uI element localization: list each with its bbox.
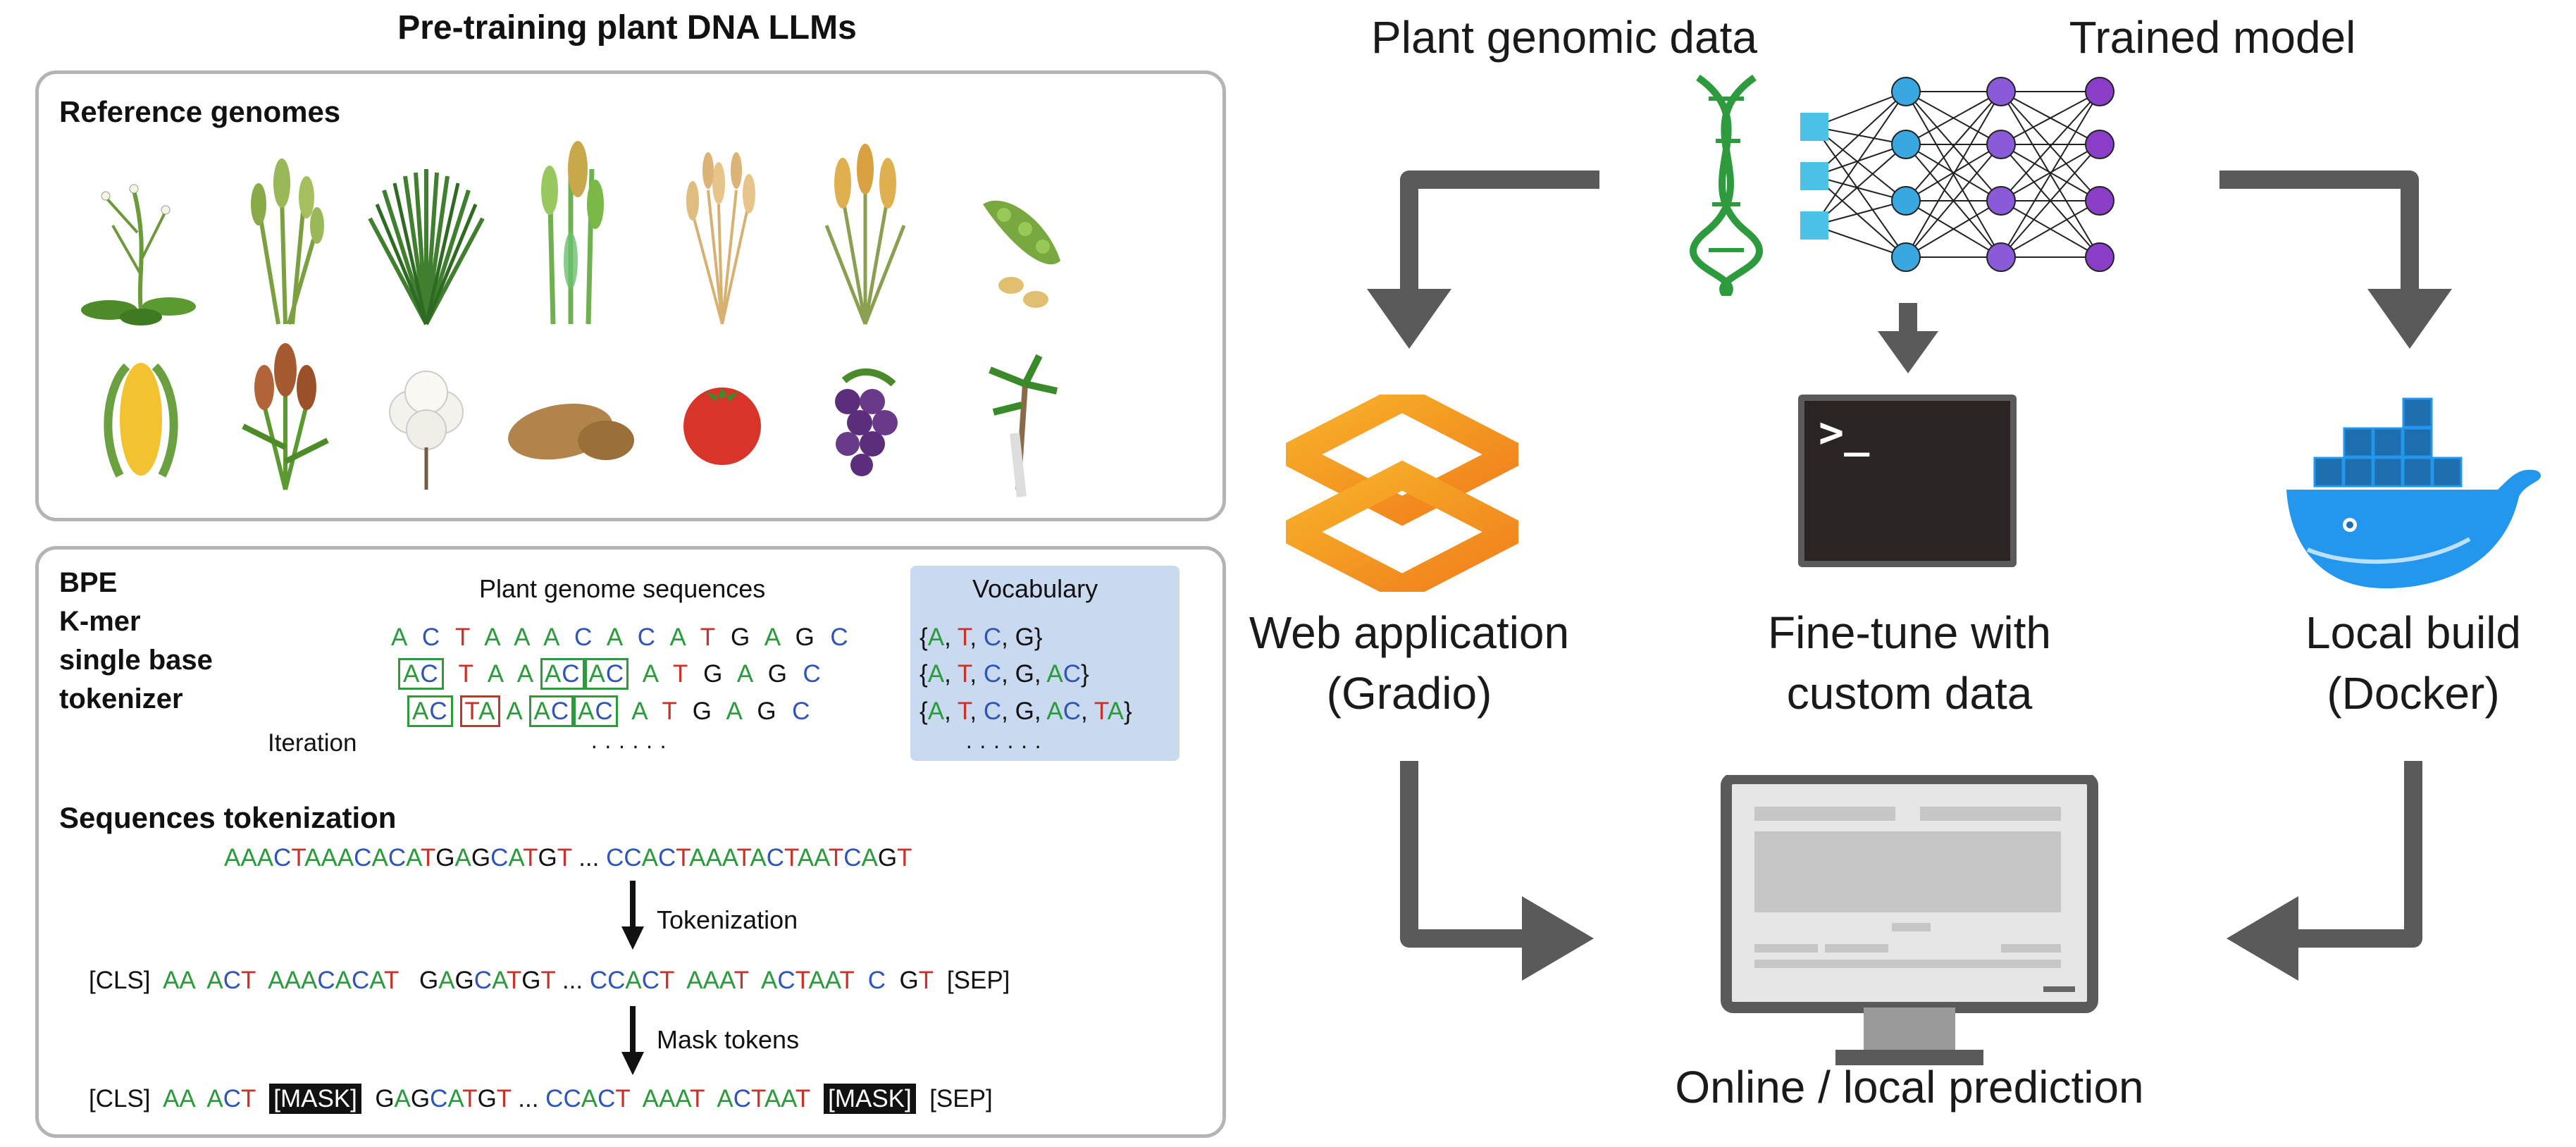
raw-sequence: AAACTAAACACATGAGCATGT ... CCACTAAATACTAA…: [224, 844, 912, 872]
local-build-label-line2: (Docker): [2327, 668, 2500, 719]
hidden-nodes-2: [1986, 77, 2016, 272]
arrow-web-to-prediction: [1400, 761, 1529, 948]
barley-icon: [824, 144, 906, 325]
soybean-icon: [983, 200, 1060, 308]
wheat-icon: [686, 152, 755, 325]
reference-genomes-title: Reference genomes: [59, 95, 341, 128]
web-app-label: Web application (Gradio): [1198, 602, 1621, 724]
finetune-label: Fine-tune with custom data: [1691, 602, 2128, 724]
finetune-label-line1: Fine-tune with: [1768, 607, 2051, 658]
gradio-logo-icon: [1286, 395, 1518, 592]
iteration-label: Iteration: [268, 729, 357, 757]
masked-sequence: [CLS] AA ACT [MASK] GAGCATGT ... CCACT A…: [89, 1084, 993, 1114]
tokenized-sequence: [CLS] AA ACT AAACACAT GAGCATGT ... CCACT…: [89, 967, 1010, 994]
monitor-screen-blocks: [1754, 807, 2061, 968]
rice-icon: [251, 159, 324, 325]
local-build-label: Local build (Docker): [2227, 602, 2576, 724]
method-tokenizer: tokenizer: [59, 683, 183, 714]
tokenization-arrow: [621, 881, 644, 950]
plant-genomic-data-label: Plant genomic data: [1371, 12, 1757, 63]
tomato-icon: [683, 388, 761, 465]
arabidopsis-icon: [81, 184, 196, 326]
method-single-base: single base: [59, 645, 213, 676]
dna-neural-network-illustration: [1690, 74, 2114, 296]
left-title: Pre-training plant DNA LLMs: [397, 9, 857, 46]
tokenization-step-label: Tokenization: [657, 905, 798, 934]
finetune-label-line2: custom data: [1786, 668, 2033, 719]
dna-icon: [1690, 74, 1763, 296]
mask-arrow: [621, 1006, 644, 1075]
cassava-icon: [989, 354, 1058, 497]
plants-illustration: [81, 141, 1060, 497]
hidden-nodes-1: [1891, 77, 1921, 272]
arrow-to-web-app: [1400, 170, 1599, 296]
method-bpe: BPE: [59, 567, 118, 598]
method-kmer: K-mer: [59, 606, 141, 637]
vocab-row-3: {A, T, C, G, AC, TA}: [919, 698, 1132, 725]
vocab-row-2: {A, T, C, G, AC}: [919, 660, 1089, 688]
vocabulary-label: Vocabulary: [972, 574, 1098, 603]
mask-step-label: Mask tokens: [657, 1025, 800, 1054]
local-build-label-line1: Local build: [2305, 607, 2521, 658]
monitor-icon: [1721, 775, 2098, 1065]
sequence-dots: · · · · · ·: [590, 733, 667, 758]
maize-icon: [104, 363, 178, 478]
sequence-row-1: A C T A A A C A C A T G A G C: [391, 624, 849, 651]
output-nodes: [2085, 77, 2114, 272]
web-app-label-line2: (Gradio): [1326, 668, 1492, 719]
arrow-to-local-build: [2219, 170, 2419, 296]
grass-icon: [368, 169, 485, 326]
vocabulary-box: [910, 566, 1179, 761]
plant-genome-sequences-label: Plant genome sequences: [479, 574, 766, 603]
vocab-dots: · · · · · ·: [965, 733, 1042, 758]
grape-icon: [835, 368, 898, 476]
sorghum-icon: [242, 343, 329, 490]
terminal-icon: >_: [1798, 395, 2017, 567]
terminal-prompt: >_: [1819, 408, 1870, 457]
arrow-docker-to-prediction: [2290, 761, 2422, 948]
web-app-label-line1: Web application: [1249, 607, 1570, 658]
prediction-label: Online / local prediction: [1675, 1062, 2144, 1112]
neural-network-icon: [1814, 91, 2100, 258]
potato-icon: [508, 403, 634, 460]
bamboo-icon: [541, 141, 604, 325]
trained-model-label: Trained model: [2069, 12, 2356, 63]
input-nodes: [1800, 113, 1828, 240]
sequences-tokenization-title: Sequences tokenization: [59, 801, 397, 834]
vocab-row-1: {A, T, C, G}: [919, 624, 1043, 651]
docker-logo-icon: [2286, 397, 2541, 588]
cotton-icon: [389, 371, 464, 490]
